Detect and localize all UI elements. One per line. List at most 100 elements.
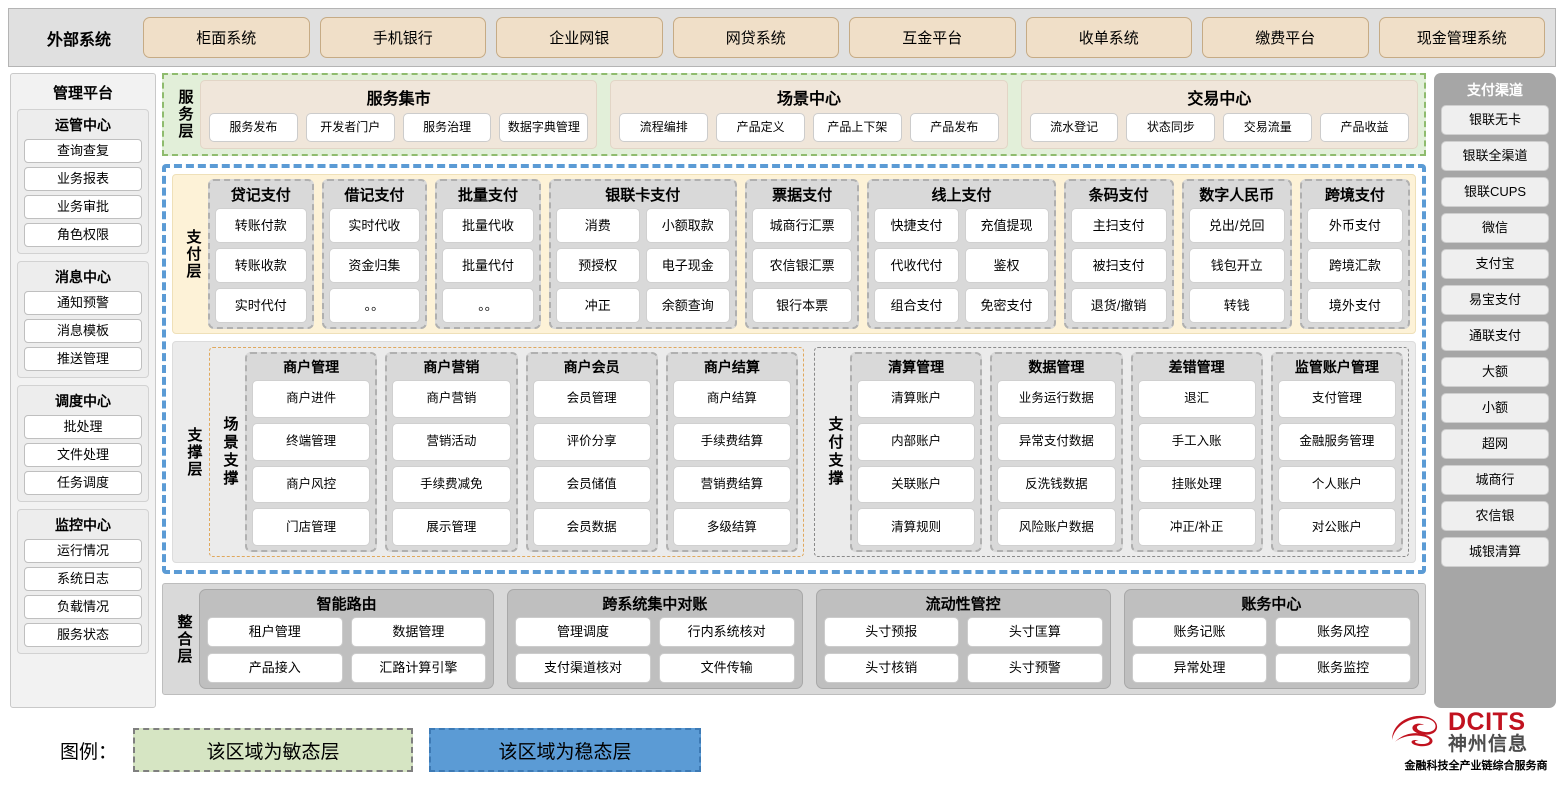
payment-item[interactable]: 跨境汇款 [1306, 248, 1403, 283]
external-system-chip[interactable]: 柜面系统 [143, 17, 310, 58]
payment-item[interactable]: 电子现金 [645, 248, 730, 283]
service-item[interactable]: 产品定义 [716, 113, 805, 142]
support-item[interactable]: 内部账户 [857, 422, 976, 461]
integration-item[interactable]: 账务监控 [1275, 653, 1411, 683]
support-item[interactable]: 多级结算 [672, 508, 791, 546]
payment-channel-item[interactable]: 城商行 [1441, 465, 1549, 495]
management-menu-item[interactable]: 负载情况 [24, 595, 142, 619]
service-item[interactable]: 交易流量 [1223, 113, 1313, 142]
payment-item[interactable]: 转钱 [1188, 288, 1285, 323]
payment-item[interactable]: 转账收款 [215, 248, 307, 283]
support-item[interactable]: 挂账处理 [1137, 465, 1256, 504]
support-item[interactable]: 支付管理 [1277, 380, 1396, 418]
payment-item[interactable]: 余额查询 [645, 288, 730, 323]
integration-item[interactable]: 账务风控 [1275, 617, 1411, 647]
payment-item[interactable]: 快捷支付 [874, 208, 959, 243]
payment-channel-item[interactable]: 通联支付 [1441, 321, 1549, 351]
service-item[interactable]: 服务发布 [209, 113, 298, 142]
support-item[interactable]: 冲正/补正 [1137, 508, 1256, 546]
support-item[interactable]: 营销活动 [392, 422, 511, 461]
support-item[interactable]: 金融服务管理 [1277, 422, 1396, 461]
support-item[interactable]: 清算账户 [857, 380, 976, 418]
support-item[interactable]: 反洗钱数据 [997, 465, 1116, 504]
external-system-chip[interactable]: 手机银行 [319, 17, 486, 58]
payment-item[interactable]: 资金归集 [328, 248, 421, 283]
support-item[interactable]: 会员数据 [532, 508, 651, 546]
support-item[interactable]: 会员管理 [532, 380, 651, 418]
support-item[interactable]: 商户风控 [252, 465, 371, 504]
payment-item[interactable]: 实时代付 [215, 288, 307, 323]
payment-channel-item[interactable]: 城银清算 [1441, 537, 1549, 567]
support-item[interactable]: 手续费结算 [672, 422, 791, 461]
service-item[interactable]: 数据字典管理 [499, 113, 589, 142]
service-item[interactable]: 流程编排 [619, 113, 709, 142]
payment-channel-item[interactable]: 银联无卡 [1441, 105, 1549, 135]
support-item[interactable]: 个人账户 [1277, 465, 1396, 504]
payment-item[interactable]: 充值提现 [964, 208, 1049, 243]
payment-item[interactable]: 批量代付 [442, 248, 534, 283]
payment-channel-item[interactable]: 超网 [1441, 429, 1549, 459]
payment-item[interactable]: 消费 [555, 208, 640, 243]
integration-item[interactable]: 头寸核销 [823, 653, 960, 683]
support-item[interactable]: 退汇 [1137, 380, 1256, 418]
integration-item[interactable]: 文件传输 [658, 653, 795, 683]
payment-item[interactable]: 冲正 [555, 288, 640, 323]
integration-item[interactable]: 异常处理 [1131, 653, 1268, 683]
payment-channel-item[interactable]: 银联CUPS [1441, 177, 1549, 207]
support-item[interactable]: 业务运行数据 [997, 380, 1116, 418]
integration-item[interactable]: 租户管理 [207, 617, 343, 647]
payment-item[interactable]: 组合支付 [874, 288, 959, 323]
integration-item[interactable]: 头寸预报 [823, 617, 960, 647]
payment-item[interactable]: 代收代付 [874, 248, 959, 283]
payment-item[interactable]: 钱包开立 [1188, 248, 1285, 283]
management-menu-item[interactable]: 业务审批 [24, 195, 142, 219]
support-item[interactable]: 门店管理 [252, 508, 371, 546]
payment-item[interactable]: 兑出/兑回 [1188, 208, 1285, 243]
integration-item[interactable]: 数据管理 [350, 617, 487, 647]
payment-item[interactable]: 农信银汇票 [751, 248, 853, 283]
payment-channel-item[interactable]: 银联全渠道 [1441, 141, 1549, 171]
payment-channel-item[interactable]: 微信 [1441, 213, 1549, 243]
support-item[interactable]: 异常支付数据 [997, 422, 1116, 461]
payment-item[interactable]: 城商行汇票 [751, 208, 853, 243]
support-item[interactable]: 营销费结算 [672, 465, 791, 504]
integration-item[interactable]: 产品接入 [207, 653, 343, 683]
payment-item[interactable]: 退货/撤销 [1070, 288, 1167, 323]
management-menu-item[interactable]: 推送管理 [24, 347, 142, 371]
payment-item[interactable]: 银行本票 [751, 288, 853, 323]
payment-item[interactable]: 免密支付 [964, 288, 1049, 323]
support-item[interactable]: 会员储值 [532, 465, 651, 504]
payment-channel-item[interactable]: 农信银 [1441, 501, 1549, 531]
management-menu-item[interactable]: 任务调度 [24, 471, 142, 495]
integration-item[interactable]: 管理调度 [515, 617, 651, 647]
management-menu-item[interactable]: 运行情况 [24, 539, 142, 563]
payment-item[interactable]: 鉴权 [964, 248, 1049, 283]
support-item[interactable]: 手续费减免 [392, 465, 511, 504]
service-item[interactable]: 产品上下架 [812, 113, 902, 142]
support-item[interactable]: 商户结算 [672, 380, 791, 418]
support-item[interactable]: 终端管理 [252, 422, 371, 461]
support-item[interactable]: 商户进件 [252, 380, 371, 418]
management-menu-item[interactable]: 通知预警 [24, 291, 142, 315]
payment-item[interactable]: 转账付款 [215, 208, 307, 243]
payment-channel-item[interactable]: 大额 [1441, 357, 1549, 387]
external-system-chip[interactable]: 现金管理系统 [1378, 17, 1545, 58]
management-menu-item[interactable]: 查询查复 [24, 139, 142, 163]
support-item[interactable]: 商户营销 [392, 380, 511, 418]
payment-item[interactable]: 预授权 [555, 248, 640, 283]
payment-item[interactable]: 实时代收 [328, 208, 421, 243]
support-item[interactable]: 风险账户数据 [997, 508, 1116, 546]
service-item[interactable]: 产品收益 [1320, 113, 1409, 142]
management-menu-item[interactable]: 系统日志 [24, 567, 142, 591]
payment-item[interactable]: 批量代收 [442, 208, 534, 243]
service-item[interactable]: 状态同步 [1126, 113, 1216, 142]
integration-item[interactable]: 汇路计算引擎 [350, 653, 487, 683]
external-system-chip[interactable]: 缴费平台 [1202, 17, 1369, 58]
management-menu-item[interactable]: 文件处理 [24, 443, 142, 467]
payment-item[interactable]: 境外支付 [1306, 288, 1403, 323]
payment-item[interactable]: 小额取款 [645, 208, 730, 243]
payment-item[interactable]: 外币支付 [1306, 208, 1403, 243]
service-item[interactable]: 产品发布 [909, 113, 999, 142]
payment-item[interactable]: 主扫支付 [1070, 208, 1167, 243]
service-item[interactable]: 服务治理 [402, 113, 492, 142]
